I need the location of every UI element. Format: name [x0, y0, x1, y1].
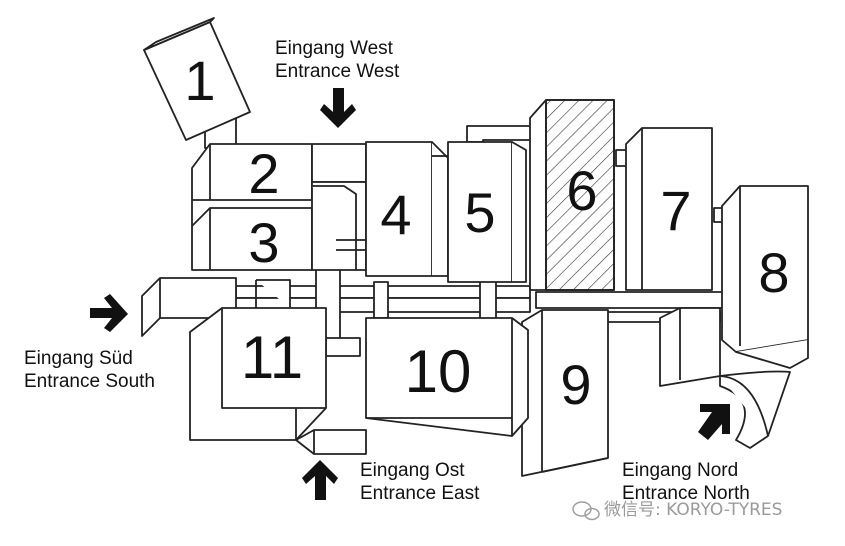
hall-2-label: 2	[248, 142, 279, 205]
entrance-south-de: Eingang Süd	[24, 348, 133, 369]
arrow-up-right-icon	[698, 404, 730, 440]
entrance-west-de: Eingang West	[275, 38, 394, 59]
hall-1-label: 1	[184, 49, 215, 112]
hall-4-label: 4	[380, 183, 411, 246]
hall-9[interactable]	[521, 309, 609, 477]
hall-1[interactable]	[143, 17, 251, 141]
entrance-east-structure	[295, 429, 367, 455]
hall-3-label: 3	[248, 211, 279, 274]
hall-connector-west	[311, 143, 367, 271]
hall-8-label: 8	[758, 241, 789, 304]
hall-9-label: 9	[560, 353, 591, 416]
arrow-down-icon	[320, 88, 356, 128]
entrance-east-en: Entrance East	[360, 483, 480, 504]
hall-11[interactable]	[189, 279, 327, 441]
entrance-south-en: Entrance South	[24, 371, 155, 392]
hall-4[interactable]	[365, 141, 449, 277]
hall-5[interactable]	[432, 141, 527, 283]
hall-7[interactable]	[625, 127, 713, 291]
hall-11-label: 11	[241, 324, 303, 391]
hall-6[interactable]	[529, 99, 615, 291]
entrance-north-en: Entrance North	[622, 483, 750, 504]
hall-8[interactable]	[721, 185, 809, 369]
entrance-north-de: Eingang Nord	[622, 460, 738, 481]
wechat-icon	[572, 501, 600, 521]
watermark-text: 微信号: KORYO-TYRES	[604, 500, 782, 520]
hall-10-label: 10	[405, 338, 472, 405]
entrance-north-structure	[659, 307, 791, 449]
entrance-east-de: Eingang Ost	[360, 460, 465, 481]
hall-6-label: 6	[566, 159, 597, 222]
arrow-right-icon	[90, 294, 128, 332]
arrow-up-icon	[302, 460, 338, 500]
hall-10[interactable]	[365, 317, 529, 437]
entrance-west-en: Entrance West	[275, 61, 400, 82]
hall-5-label: 5	[464, 181, 495, 244]
hall-7-label: 7	[660, 179, 691, 242]
